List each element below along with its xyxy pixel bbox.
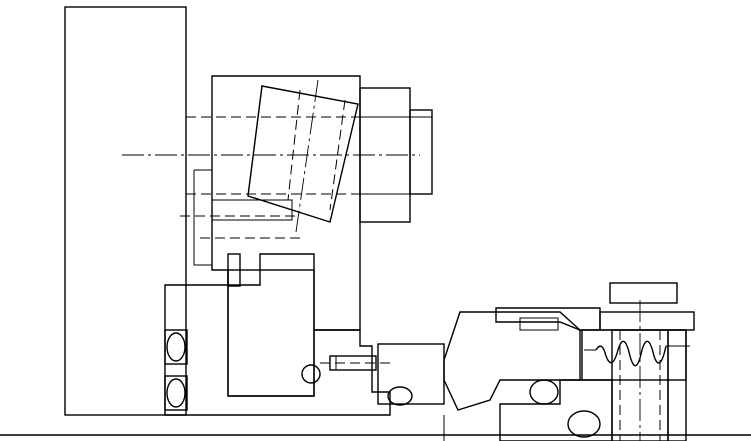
drive-collar bbox=[495, 307, 695, 381]
spring bbox=[584, 340, 690, 367]
gland-block bbox=[211, 75, 361, 331]
drive-pin bbox=[320, 355, 390, 371]
shaft-sleeve bbox=[499, 300, 687, 441]
shaft-step-outline bbox=[180, 169, 300, 266]
gland-plate bbox=[164, 269, 391, 416]
base-line bbox=[0, 415, 751, 441]
retaining-cap bbox=[609, 282, 678, 304]
o-rings bbox=[166, 332, 601, 438]
rotating-seal-head bbox=[443, 311, 581, 411]
housing-wall bbox=[64, 6, 187, 416]
set-screw-collar bbox=[186, 87, 433, 223]
